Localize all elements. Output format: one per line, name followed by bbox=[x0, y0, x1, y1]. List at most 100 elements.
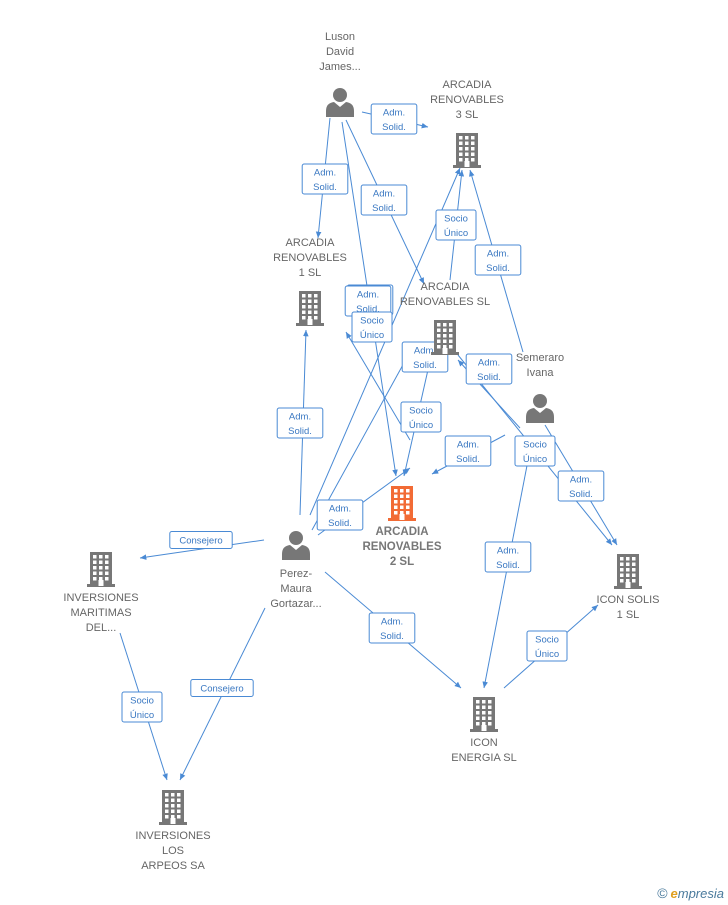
edge-label-text: Socio bbox=[409, 406, 433, 417]
edge-label-text: Adm. bbox=[329, 504, 351, 515]
edge-label-text: Solid. bbox=[372, 203, 396, 214]
edge-label-perez-to-ar2[interactable]: Adm.Solid. bbox=[316, 499, 364, 531]
edge-label-text: Consejero bbox=[179, 536, 222, 547]
node-label: INVERSIONES bbox=[135, 830, 210, 842]
edge-label-perez-to-ar1[interactable]: Adm. Solid. bbox=[276, 407, 324, 439]
node-label: Luson bbox=[325, 31, 355, 43]
building-icon bbox=[159, 790, 187, 825]
edge-label-box bbox=[370, 103, 418, 135]
node-invmar[interactable]: INVERSIONESMARITIMASDEL... bbox=[63, 552, 139, 634]
node-label: Ivana bbox=[527, 367, 555, 379]
node-label: Gortazar... bbox=[270, 598, 321, 610]
edge-label-text: Adm. bbox=[383, 108, 405, 119]
edge-label-box bbox=[484, 541, 532, 573]
edge-label-text: Socio bbox=[130, 696, 154, 707]
empresia-logo: ©empresia bbox=[657, 885, 724, 901]
node-label: Perez- bbox=[280, 568, 313, 580]
edge-label-text: Adm. bbox=[357, 290, 379, 301]
edge-label-text: Adm. bbox=[478, 358, 500, 369]
edge-label-luson-to-arsl[interactable]: Adm. Solid. bbox=[360, 184, 408, 216]
edge-label-box bbox=[301, 163, 349, 195]
edge-label-text: Único bbox=[535, 649, 559, 660]
node-label: ARCADIA bbox=[375, 526, 428, 538]
node-perez[interactable]: Perez- MauraGortazar... bbox=[270, 531, 322, 610]
node-label: ARPEOS SA bbox=[141, 860, 205, 872]
edge-label-text: Solid. bbox=[477, 372, 501, 383]
node-ar2[interactable]: ARCADIA RENOVABLES 2 SL bbox=[362, 486, 442, 568]
edge-label-text: Único bbox=[130, 710, 154, 721]
node-arsl[interactable]: ARCADIA RENOVABLES SL bbox=[400, 281, 490, 355]
edge-label-semeraro-to-ar3[interactable]: Adm. Solid. bbox=[474, 244, 522, 276]
node-label: ARCADIA bbox=[421, 281, 471, 293]
edge-label-text: Adm. bbox=[414, 346, 436, 357]
edge-label-semeraro-to-arsl[interactable]: Adm. Solid. bbox=[465, 353, 513, 385]
edge-label-text: Solid. bbox=[356, 304, 380, 315]
edge-label-text: Adm. bbox=[314, 168, 336, 179]
edge-label-box bbox=[400, 401, 442, 433]
building-icon bbox=[453, 133, 481, 168]
edge-label-semeraro-to-iconenergia[interactable]: Adm. Solid. bbox=[484, 541, 532, 573]
edge-label-box bbox=[360, 184, 408, 216]
edge-label-luson-to-ar3[interactable]: Adm. Solid. bbox=[370, 103, 418, 135]
edge-label-text: Solid. bbox=[486, 263, 510, 274]
node-label: RENOVABLES bbox=[362, 541, 441, 553]
node-label: ENERGIA SL bbox=[451, 752, 516, 764]
edge-label-semeraro-to-ar2[interactable]: Adm. Solid. bbox=[444, 435, 492, 467]
edge-label-box bbox=[444, 435, 492, 467]
edge-label-text: Solid. bbox=[288, 426, 312, 437]
node-iconsolis[interactable]: ICON SOLIS 1 SL bbox=[597, 554, 660, 621]
edge-label-text: Solid. bbox=[496, 560, 520, 571]
edge-label-box bbox=[121, 691, 163, 723]
edge-label-text: Socio bbox=[523, 440, 547, 451]
node-label: INVERSIONES bbox=[63, 592, 138, 604]
edge-label-perez-to-iconenergia[interactable]: Adm.Solid. bbox=[368, 612, 416, 644]
node-label: RENOVABLES bbox=[273, 252, 347, 264]
edge-label-box bbox=[465, 353, 513, 385]
edge-label-text: Solid. bbox=[313, 182, 337, 193]
node-label: RENOVABLES SL bbox=[400, 296, 490, 308]
edge-label-arsl-to-iconsolis[interactable]: Adm.Solid. bbox=[557, 470, 605, 502]
node-label: 1 SL bbox=[617, 609, 640, 621]
node-label: Maura bbox=[280, 583, 312, 595]
edge-label-text: Adm. bbox=[373, 189, 395, 200]
node-luson[interactable]: LusonDavidJames... bbox=[319, 31, 361, 117]
edge-label-text: Solid. bbox=[382, 122, 406, 133]
node-label: 2 SL bbox=[390, 556, 414, 568]
node-label: ICON SOLIS bbox=[597, 594, 660, 606]
node-label: ARCADIA bbox=[286, 237, 336, 249]
edge-label-text: Adm. bbox=[289, 412, 311, 423]
edge-label-text: Adm. bbox=[457, 440, 479, 451]
edge-label-box bbox=[435, 209, 477, 241]
edge-label-text: Adm. bbox=[497, 546, 519, 557]
person-icon bbox=[326, 88, 354, 117]
edge-label-box bbox=[351, 311, 393, 343]
edge-label-text: Solid. bbox=[380, 631, 404, 642]
edge-label-text: Único bbox=[360, 330, 384, 341]
node-label: 3 SL bbox=[456, 109, 479, 121]
building-icon bbox=[87, 552, 115, 587]
building-icon bbox=[470, 697, 498, 732]
node-label: James... bbox=[319, 61, 361, 73]
edge-label-text: Socio bbox=[535, 635, 559, 646]
edge-label-perez-to-invmar[interactable]: Consejero bbox=[169, 531, 233, 549]
edge-label-text: Adm. bbox=[487, 249, 509, 260]
edge-label-luson-to-ar1[interactable]: Adm. Solid. bbox=[301, 163, 349, 195]
edge-label-box bbox=[526, 630, 568, 662]
edge-label-text: Solid. bbox=[456, 454, 480, 465]
edge-labels-layer: Adm. Solid. Adm. Solid. Adm. Solid. Adm. Solid.… bbox=[121, 103, 605, 723]
node-label: Semeraro bbox=[516, 352, 564, 364]
edge-label-perez-to-invlos[interactable]: Consejero bbox=[190, 679, 254, 697]
edge-label-box bbox=[316, 499, 364, 531]
